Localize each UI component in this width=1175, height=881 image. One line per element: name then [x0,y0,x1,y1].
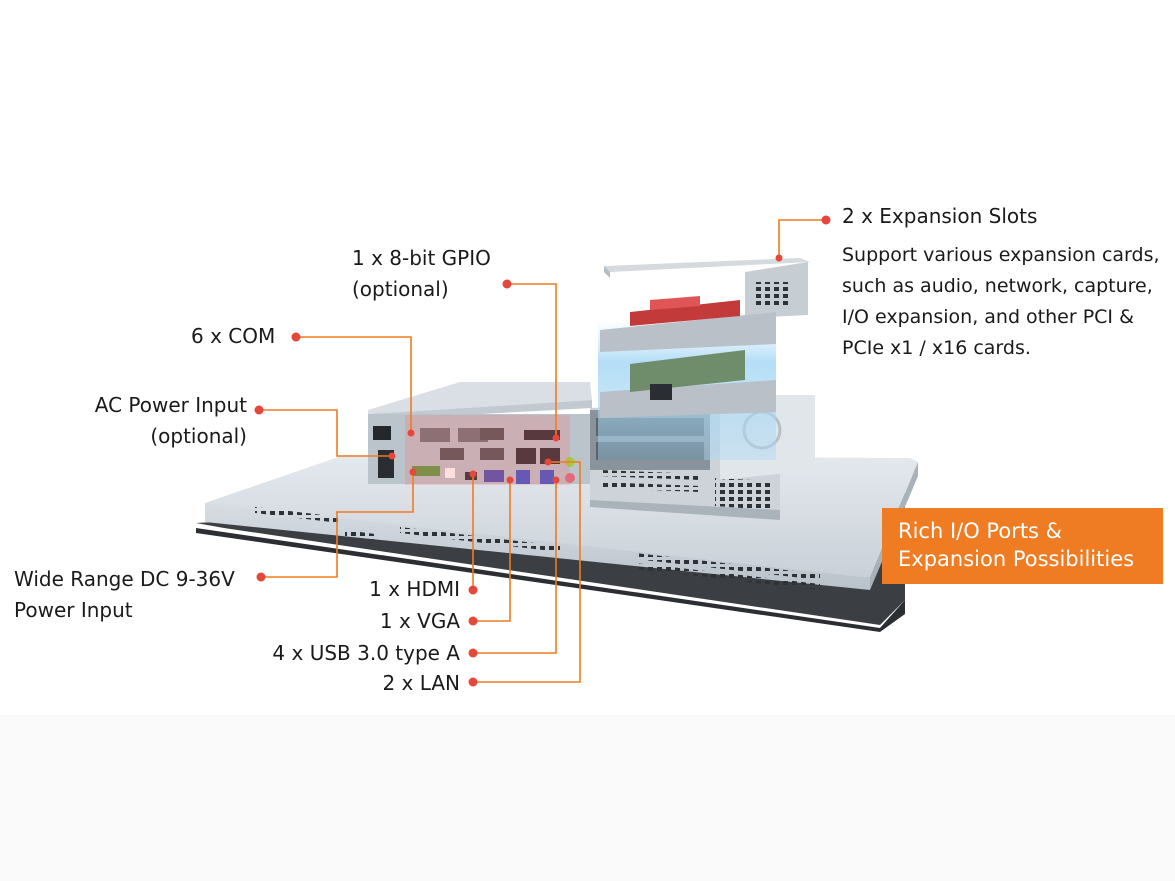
dot-vga [468,616,478,626]
lan-port [516,448,536,464]
ac-power-label-line2: (optional) [150,424,247,448]
feature-badge-line2: Expansion Possibilities [898,547,1135,571]
usb-port [516,470,530,484]
ac-power-label: AC Power Input (optional) [95,390,247,452]
feature-badge-line1: Rich I/O Ports & [898,519,1063,543]
dot-hdmi [468,585,478,595]
dot-com [291,332,301,342]
expansion-cards [598,258,810,460]
dot-ac-power [254,405,264,415]
callout-dots [254,215,831,687]
dot-expansion [821,215,831,225]
expansion-desc-line: such as audio, network, capture, [842,275,1153,297]
gpio-label-line2: (optional) [352,277,449,301]
lan-label: 2 x LAN [382,671,460,695]
expansion-desc-line: PCIe x1 / x16 cards. [842,337,1031,359]
dc-power-label-line1: Wide Range DC 9-36V [14,567,235,591]
dc-power-label: Wide Range DC 9-36V Power Input [14,564,235,626]
feature-badge: Rich I/O Ports & Expansion Possibilities [882,508,1163,584]
dc-power-label-line2: Power Input [14,598,133,622]
dc-terminal [412,466,440,476]
leader-lines [262,219,824,683]
dot-gpio [502,279,512,289]
expansion-description: Support various expansion cards, such as… [842,240,1160,364]
expansion-desc-line: I/O expansion, and other PCI & [842,306,1134,328]
hdmi-label: 1 x HDMI [369,577,460,601]
chassis-box [368,382,815,520]
com-port [480,428,504,440]
dot-dc-power [256,572,266,582]
usb-label: 4 x USB 3.0 type A [272,641,460,665]
dot-usb [468,648,478,658]
gpio-label-line1: 1 x 8-bit GPIO [352,246,491,270]
expansion-title: 2 x Expansion Slots [842,204,1038,228]
vga-port [484,470,504,482]
vga-label: 1 x VGA [379,609,460,633]
gpio-header [524,430,560,440]
dot-lan [468,677,478,687]
gpio-label: 1 x 8-bit GPIO (optional) [352,243,491,305]
com-label: 6 x COM [191,324,276,348]
ac-inlet [373,426,391,440]
ac-power-label-line1: AC Power Input [94,393,247,417]
background-strip [0,715,1175,881]
expansion-desc-line: Support various expansion cards, [842,244,1160,266]
